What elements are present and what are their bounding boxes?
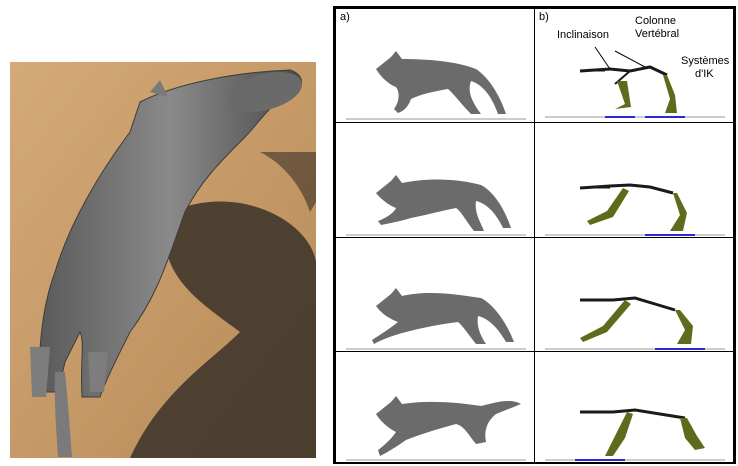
annotation-ik-line1: Systèmes: [681, 55, 729, 68]
wolf-frame-model: [336, 238, 535, 352]
annotation-ik-line2: d'IK: [695, 68, 714, 81]
hind-leg-ik: [670, 193, 687, 231]
wolf-frame-model: [336, 123, 535, 238]
frame-a3: [335, 237, 535, 352]
hind-leg-ik: [663, 75, 677, 113]
front-leg-ik: [615, 81, 631, 109]
wolf-model-illustration: [10, 62, 316, 458]
animation-grid: a) b) Inclinaison Colonne Vertébral Syst…: [333, 6, 736, 464]
hind-leg-ik: [680, 418, 705, 450]
front-leg-ik: [587, 188, 629, 225]
frame-a4: [335, 351, 535, 463]
wolf-model-render: [10, 62, 316, 458]
wolf-frame-rig: [535, 123, 734, 238]
wolf-frame-model: [336, 9, 535, 123]
front-leg-ik: [605, 412, 633, 456]
annotation-spine-line1: Colonne: [635, 15, 676, 28]
frame-a2: [335, 122, 535, 238]
front-leg-ik: [580, 300, 631, 342]
hind-leg-ik: [675, 310, 693, 344]
frame-b2: [534, 122, 734, 238]
frame-b4: [534, 351, 734, 463]
frame-a1: a): [335, 8, 535, 123]
wolf-frame-rig: [535, 352, 734, 463]
wolf-frame-model: [336, 352, 535, 463]
frame-b3: [534, 237, 734, 352]
wolf-frame-rig: [535, 238, 734, 352]
annotation-spine-line2: Vertébral: [635, 28, 679, 41]
frame-b1: b) Inclinaison Colonne Vertébral Système…: [534, 8, 734, 123]
annotation-inclination: Inclinaison: [557, 29, 609, 42]
